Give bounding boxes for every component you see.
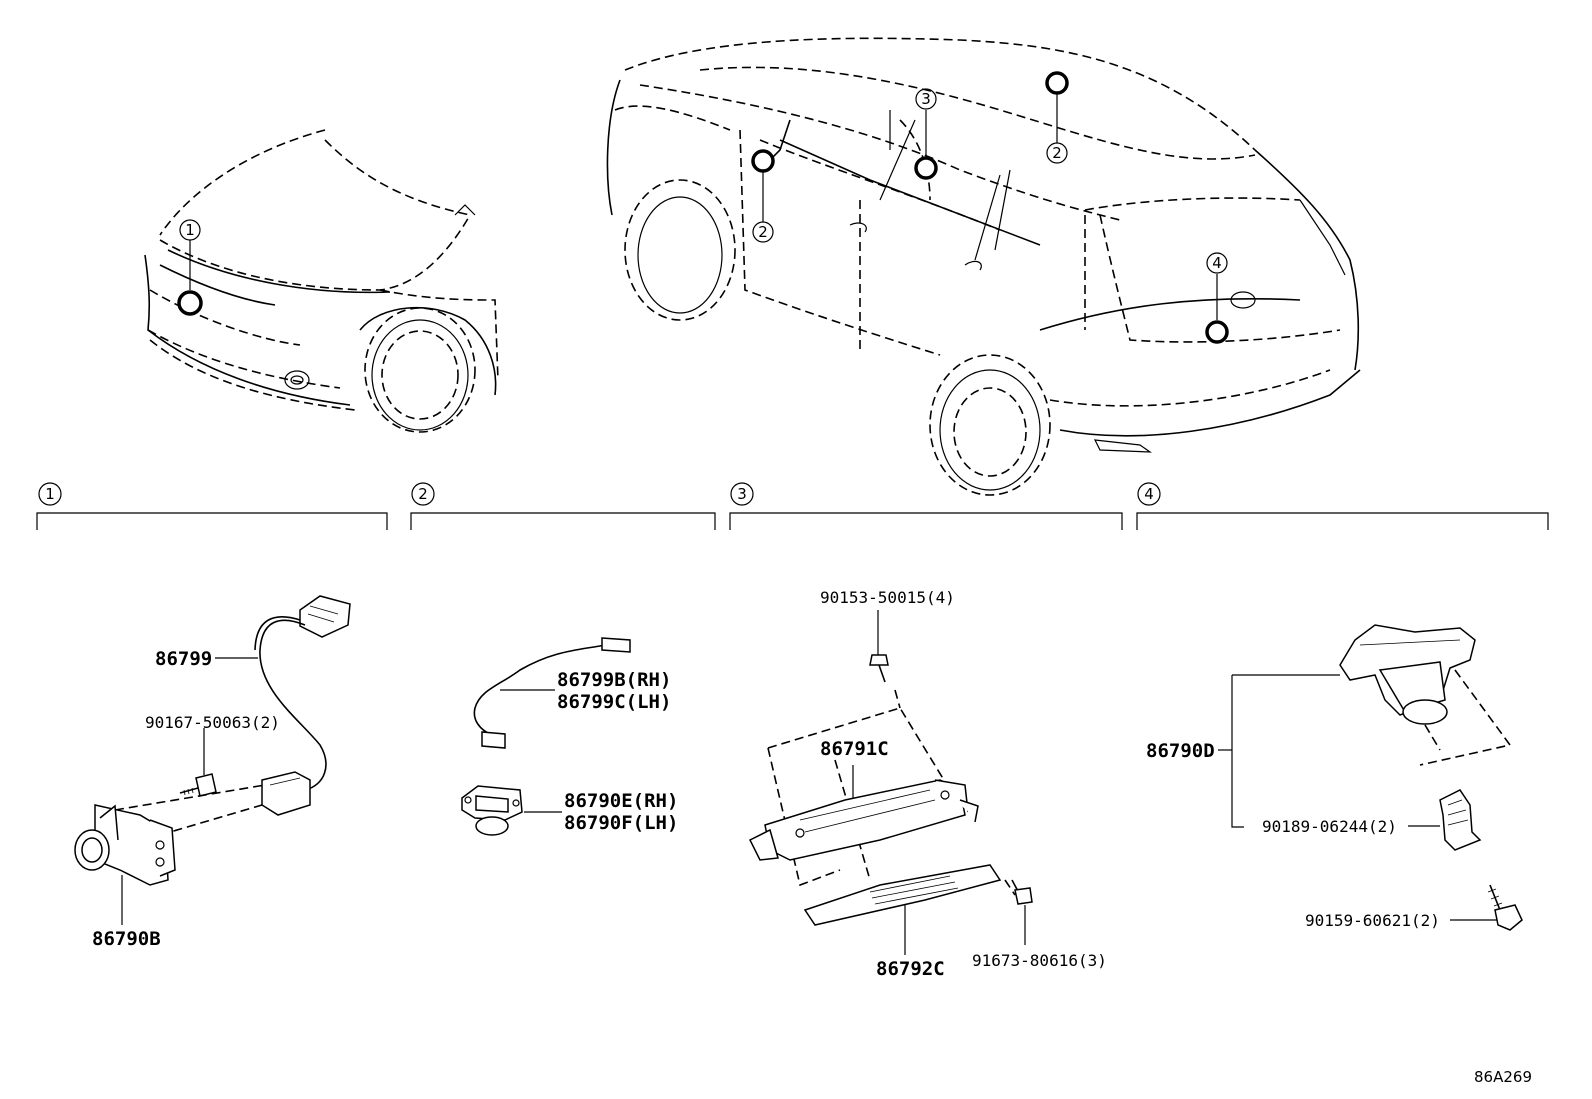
front-camera-86790B-icon xyxy=(74,804,176,886)
section-4-rear-camera: 86790D 90189-06244(2) 90159-60621(2) xyxy=(1146,624,1523,931)
part-90167-label: 90167-50063(2) xyxy=(145,713,280,732)
section-2-number: 2 xyxy=(418,485,428,503)
section-1-front-camera: 86799 90167-50063(2) 86790B xyxy=(74,595,351,950)
rear-camera-86790D-icon xyxy=(1339,624,1476,725)
part-86790F-label: 86790F(LH) xyxy=(564,812,678,834)
front-vehicle-illustration: 1 xyxy=(144,129,499,433)
section-4-number: 4 xyxy=(1144,485,1154,503)
part-86799C-label: 86799C(LH) xyxy=(557,691,671,713)
part-86790E-label: 86790E(RH) xyxy=(564,790,678,812)
diagram-code: 86A269 xyxy=(1474,1068,1532,1086)
callout-4: 4 xyxy=(1212,254,1222,272)
part-86799-label: 86799 xyxy=(155,648,212,670)
section-headers: 1 2 3 4 xyxy=(36,482,1549,530)
part-86790B-label: 86790B xyxy=(92,928,161,950)
wire-harness-connector-icon xyxy=(299,595,351,638)
callout-2-left: 2 xyxy=(758,223,768,241)
callout-2-right: 2 xyxy=(1052,144,1062,162)
part-90153-label: 90153-50015(4) xyxy=(820,588,955,607)
camera-location-marker xyxy=(177,290,203,316)
screw-small-icon xyxy=(1011,879,1033,905)
screw-icon xyxy=(869,654,889,683)
bolt-icon xyxy=(179,773,217,797)
part-86790D-label: 86790D xyxy=(1146,740,1215,762)
rear-vehicle-illustration: 2 2 3 4 xyxy=(606,37,1361,496)
part-86799B-label: 86799B(RH) xyxy=(557,669,671,691)
callout-3: 3 xyxy=(921,90,931,108)
part-90159-label: 90159-60621(2) xyxy=(1305,911,1440,930)
part-91673-label: 91673-80616(3) xyxy=(972,951,1107,970)
section-3-number: 3 xyxy=(737,485,747,503)
camera-bracket-86791C-icon xyxy=(748,779,979,861)
side-camera-icon xyxy=(461,785,523,836)
part-90189-label: 90189-06244(2) xyxy=(1262,817,1397,836)
callout-1: 1 xyxy=(185,221,195,239)
section-2-side-cameras: 86799B(RH) 86799C(LH) 86790E(RH) 86790F(… xyxy=(461,637,678,836)
part-86792C-label: 86792C xyxy=(876,958,945,980)
part-86791C-label: 86791C xyxy=(820,738,889,760)
section-3-camera-bracket: 90153-50015(4) 86791C 867 xyxy=(748,588,1107,980)
camera-cover-86792C-icon xyxy=(803,864,1002,926)
clip-nut-icon xyxy=(1439,789,1482,851)
bolt-rear-icon xyxy=(1487,884,1523,931)
section-1-number: 1 xyxy=(45,485,55,503)
